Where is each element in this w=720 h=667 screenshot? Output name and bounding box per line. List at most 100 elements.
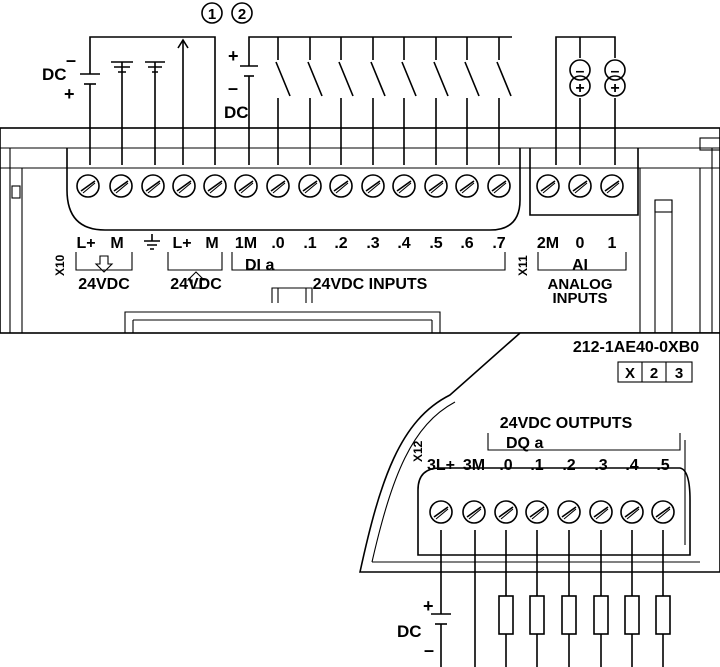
terminal-screw-icon	[266, 174, 290, 198]
terminal-screw-icon	[361, 174, 385, 198]
dq-terminal-label: .0	[499, 457, 512, 474]
terminal-screw-icon	[424, 174, 448, 198]
di-terminal-label: .4	[397, 235, 410, 252]
dq-terminal-label: .1	[530, 457, 543, 474]
input-supply-label: DC	[224, 103, 249, 122]
terminal-screw-icon	[487, 174, 511, 198]
di-terminal-label: .0	[271, 235, 284, 252]
input-supply-minus: –	[228, 78, 238, 98]
x10-terminal-label: L+	[76, 235, 95, 252]
x10-terminal-label: L+	[172, 235, 191, 252]
input-supply-plus: +	[228, 46, 239, 66]
x11-terminal-label: 2M	[537, 235, 559, 252]
terminal-screw-icon	[234, 174, 258, 198]
di-terminal-label: .5	[429, 235, 442, 252]
terminal-screw-icon	[109, 174, 133, 198]
di-terminal-labels: 1M.0.1.2.3.4.5.6.7	[235, 235, 506, 252]
output-supply-minus: –	[424, 640, 434, 660]
part-number: 212-1AE40-0XB0	[573, 339, 699, 356]
screws-top	[76, 174, 624, 198]
input-switch-icon	[496, 37, 512, 165]
ground-icon	[144, 234, 160, 250]
x11-title-line2: INPUTS	[552, 290, 607, 307]
top-wiring	[80, 36, 626, 165]
down-arrow-icon	[94, 255, 114, 273]
dq-terminal-label: .5	[656, 457, 669, 474]
terminal-screw-icon	[172, 174, 196, 198]
terminal-screw-icon	[600, 174, 624, 198]
analog-minus-1: –	[611, 63, 620, 80]
terminal-block-x12	[417, 467, 691, 556]
x11-group-label: AI	[572, 257, 588, 274]
di-terminal-label: 1M	[235, 235, 257, 252]
dq-terminal-label: 3M	[463, 457, 485, 474]
dq-terminal-label: .3	[594, 457, 607, 474]
version-box: X	[625, 365, 635, 382]
output-wiring	[431, 530, 671, 667]
x11-title-line1: ANALOG	[548, 276, 613, 293]
connector-x11-id: X11	[516, 255, 530, 276]
terminal-screw-icon	[141, 174, 165, 198]
di-group-label: DI a	[245, 257, 274, 274]
dq-terminal-label: .4	[625, 457, 638, 474]
connector-x12-id: X12	[411, 440, 425, 462]
dq-terminal-label: .2	[562, 457, 575, 474]
version-boxes: X 2 3	[617, 361, 693, 383]
x10-group-label: 24VDC	[170, 276, 222, 293]
callout-1: 1	[201, 2, 223, 24]
x10-terminal-label: M	[205, 235, 218, 252]
input-switch-icon	[433, 37, 449, 165]
output-load-icon	[593, 530, 609, 667]
output-load-icon	[529, 530, 545, 667]
x11-terminal-label: 1	[608, 235, 617, 252]
output-housing	[359, 332, 720, 573]
analog-minus-0: –	[576, 63, 585, 80]
terminal-screw-icon	[392, 174, 416, 198]
di-terminal-label: .2	[334, 235, 347, 252]
input-switch-icon	[275, 37, 291, 165]
output-load-icon	[655, 530, 671, 667]
terminal-screw-icon	[557, 500, 581, 524]
screws-bottom	[429, 500, 675, 524]
svg-text:2: 2	[238, 6, 246, 23]
terminal-screw-icon	[536, 174, 560, 198]
di-terminal-label: .3	[366, 235, 379, 252]
terminal-screw-icon	[651, 500, 675, 524]
input-switch-icon	[307, 37, 323, 165]
di-title: 24VDC INPUTS	[313, 276, 428, 293]
dq-terminal-label: 3L+	[427, 457, 455, 474]
output-supply-plus: +	[423, 596, 434, 616]
terminal-screw-icon	[620, 500, 644, 524]
terminal-screw-icon	[329, 174, 353, 198]
dq-terminal-labels: 3L+ 3M .0 .1 .2 .3 .4 .5	[427, 457, 670, 474]
x12-title: 24VDC OUTPUTS	[500, 415, 633, 432]
input-switch-icon	[464, 37, 480, 165]
terminal-screw-icon	[494, 500, 518, 524]
output-load-icon	[561, 530, 577, 667]
terminal-screw-icon	[76, 174, 100, 198]
terminal-screw-icon	[525, 500, 549, 524]
output-load-icon	[498, 530, 514, 667]
svg-text:1: 1	[208, 6, 216, 23]
output-supply-label: DC	[397, 622, 422, 641]
terminal-block-x10-x11	[66, 148, 639, 231]
x10-group-label: 24VDC	[78, 276, 130, 293]
terminal-screw-icon	[203, 174, 227, 198]
input-switch-icon	[338, 37, 354, 165]
top-supply-minus: –	[66, 50, 76, 70]
output-load-icon	[624, 530, 640, 667]
callout-2: 2	[231, 2, 253, 24]
x12-group-label: DQ a	[506, 435, 543, 452]
input-switch-icon	[401, 37, 417, 165]
terminal-screw-icon	[462, 500, 486, 524]
x11-terminal-label: 0	[576, 235, 585, 252]
up-arrow-icon	[186, 271, 206, 289]
di-terminal-label: .1	[303, 235, 316, 252]
terminal-screw-icon	[455, 174, 479, 198]
analog-plus-0: +	[575, 80, 584, 97]
terminal-screw-icon	[568, 174, 592, 198]
version-box: 2	[650, 365, 658, 382]
version-box: 3	[675, 365, 683, 382]
top-supply-plus: +	[64, 84, 75, 104]
